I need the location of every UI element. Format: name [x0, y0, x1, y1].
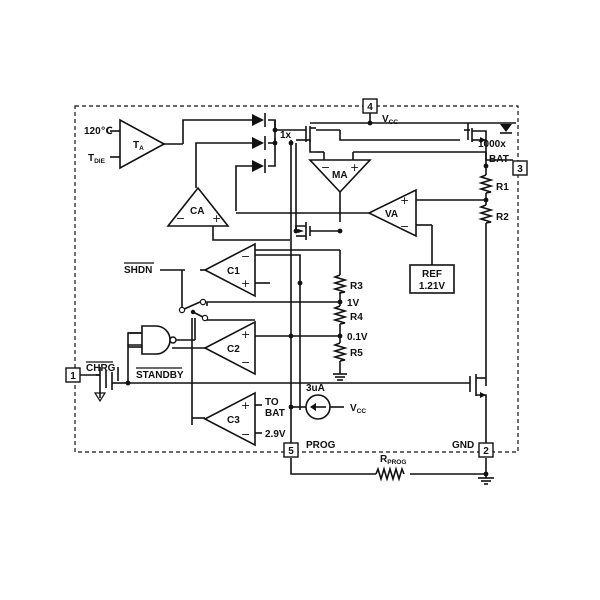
- signal-to-bat-line2: BAT: [265, 408, 285, 419]
- signal-29v: 2.9V: [265, 429, 286, 440]
- temp-input-die-sub: DIE: [94, 158, 106, 165]
- resistor-r3-icon: [332, 274, 348, 294]
- amp-c3: + − C3: [203, 391, 256, 447]
- nand-gate-icon: [128, 325, 177, 355]
- amp-c1: − + C1: [203, 242, 256, 298]
- svg-text:VCC: VCC: [350, 403, 366, 415]
- signal-to-bat-line1: TO: [265, 397, 279, 408]
- pin-gnd: 2 GND: [452, 440, 494, 458]
- pin-prog-number: 5: [288, 446, 294, 457]
- amp-ma-label: MA: [332, 170, 348, 181]
- resistor-r2-icon: [478, 204, 494, 224]
- signal-01v: 0.1V: [347, 332, 368, 343]
- resistor-r3-label: R3: [350, 281, 363, 292]
- svg-text:RPROG: RPROG: [380, 454, 406, 466]
- current-source-value: 3uA: [306, 383, 325, 394]
- pin-vcc-number: 4: [367, 102, 373, 113]
- current-source-vcc-sub: CC: [357, 408, 367, 415]
- svg-text:+: +: [350, 161, 359, 174]
- amp-ta-label: T: [133, 140, 139, 151]
- resistor-r4-label: R4: [350, 312, 363, 323]
- amp-c3-label: C3: [227, 415, 240, 426]
- signal-1v: 1V: [347, 298, 360, 309]
- amp-va-label: VA: [385, 209, 398, 220]
- svg-text:+: +: [241, 399, 250, 412]
- junction-dots: [125, 120, 489, 477]
- svg-text:−: −: [400, 220, 409, 233]
- amp-c2-label: C2: [227, 344, 240, 355]
- pin-gnd-label: GND: [452, 440, 474, 451]
- amp-ma: − + MA: [308, 159, 372, 194]
- amp-ca-label: CA: [190, 206, 204, 217]
- mosfet-chrg-icon: [93, 367, 126, 403]
- body-diode-icon: [500, 124, 512, 134]
- svg-text:TA: TA: [133, 140, 144, 152]
- mosfet-ratio-1x: 1x: [280, 130, 292, 141]
- pin-bat: 3 BAT: [489, 154, 528, 176]
- resistor-rprog-label-sub: PROG: [387, 459, 406, 466]
- resistor-r5-icon: [332, 342, 348, 362]
- pin-chrg-number: 1: [70, 371, 76, 382]
- svg-text:−: −: [241, 250, 250, 263]
- resistor-rprog-label: R: [380, 454, 388, 465]
- pin-bat-number: 3: [517, 164, 523, 175]
- reference-label: REF: [422, 269, 442, 280]
- ground-symbol-icon: [478, 477, 494, 485]
- amp-ta: TA: [119, 118, 166, 170]
- svg-text:−: −: [241, 356, 250, 369]
- temp-input-die: T: [88, 153, 94, 164]
- diode-1-icon: [252, 113, 266, 127]
- mosfet-standby-icon: [469, 374, 486, 398]
- pin-chrg-label: CHRG: [86, 363, 116, 374]
- signal-shdn: SHDN: [124, 265, 152, 276]
- svg-text:VCC: VCC: [382, 114, 398, 126]
- diode-3-icon: [252, 159, 266, 173]
- mosfet-ratio-1000x: 1000x: [478, 139, 506, 150]
- pin-chrg: 1 CHRG: [65, 361, 116, 383]
- current-source-icon: [305, 394, 331, 420]
- pin-bat-label: BAT: [489, 154, 509, 165]
- temp-input-120: 120℃: [84, 126, 113, 137]
- amp-c2: + − C2: [203, 320, 256, 376]
- amp-c1-label: C1: [227, 266, 240, 277]
- svg-text:−: −: [176, 212, 185, 225]
- pin-prog: 5 PROG: [283, 440, 336, 458]
- pin-vcc-label-sub: CC: [389, 119, 399, 126]
- resistor-r1-label: R1: [496, 182, 509, 193]
- svg-text:+: +: [241, 328, 250, 341]
- reference-block: REF 1.21V: [409, 264, 455, 294]
- wiring: [80, 113, 516, 478]
- svg-text:TDIE: TDIE: [88, 153, 106, 165]
- resistor-r4-icon: [332, 305, 348, 325]
- resistor-r1-icon: [478, 174, 494, 194]
- switch-01v-icon: [190, 309, 209, 322]
- signal-standby: STANDBY: [136, 370, 184, 381]
- ground-symbol-icon: [333, 370, 347, 381]
- svg-text:+: +: [400, 194, 409, 207]
- mosfet-pass-icon: [298, 222, 307, 240]
- amp-ca: − + CA: [166, 186, 230, 227]
- amp-va: + − VA: [367, 188, 417, 238]
- svg-text:+: +: [241, 277, 250, 290]
- reference-voltage: 1.21V: [419, 281, 445, 292]
- current-source-vcc: V: [350, 403, 357, 414]
- resistor-rprog-icon: [375, 466, 405, 482]
- pin-vcc-label: V: [382, 114, 389, 125]
- mosfet-1000x-icon: [464, 128, 487, 143]
- switch-1v-icon: [178, 298, 207, 314]
- svg-text:+: +: [212, 212, 221, 225]
- pin-gnd-number: 2: [483, 446, 489, 457]
- resistor-r2-label: R2: [496, 212, 509, 223]
- resistor-r5-label: R5: [350, 348, 363, 359]
- svg-text:−: −: [321, 161, 330, 174]
- diode-2-icon: [252, 136, 266, 150]
- mosfet-1x-icon: [305, 126, 316, 142]
- pin-vcc: 4 VCC: [362, 98, 398, 126]
- pin-prog-label: PROG: [306, 440, 336, 451]
- svg-text:−: −: [241, 428, 250, 441]
- amp-ta-label-sub: A: [139, 145, 144, 152]
